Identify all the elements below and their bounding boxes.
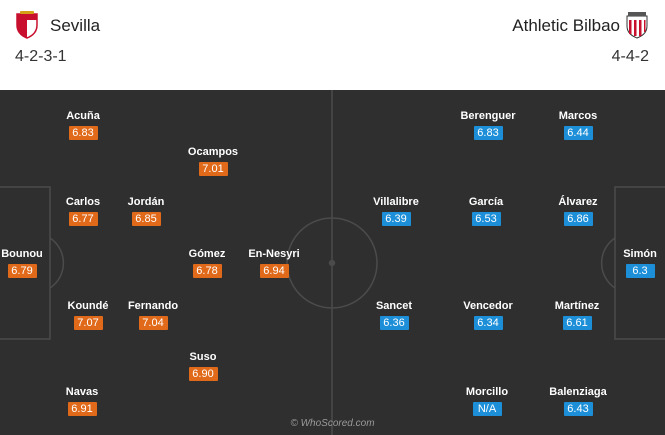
player-away-martinez[interactable]: Martínez 6.61 <box>542 300 612 331</box>
player-name: Marcos <box>558 110 598 122</box>
player-away-simon[interactable]: Simón 6.3 <box>605 248 665 279</box>
player-name: Navas <box>65 386 99 398</box>
player-rating: 6.94 <box>259 264 289 278</box>
player-name: Acuña <box>66 110 100 122</box>
player-rating: 6.36 <box>379 316 409 330</box>
player-rating: 6.91 <box>67 402 97 416</box>
player-name: Balenziaga <box>549 386 607 398</box>
player-away-villalibre[interactable]: Villalibre 6.39 <box>361 196 431 227</box>
player-name: Martínez <box>554 300 600 312</box>
player-name: Gómez <box>188 248 226 260</box>
player-name: Carlos <box>65 196 101 208</box>
player-away-vencedor[interactable]: Vencedor 6.34 <box>453 300 523 331</box>
player-rating: 6.90 <box>188 367 218 381</box>
player-home-suso[interactable]: Suso 6.90 <box>168 351 238 382</box>
player-home-navas[interactable]: Navas 6.91 <box>47 386 117 417</box>
player-home-fernando[interactable]: Fernando 7.04 <box>118 300 188 331</box>
watermark: © WhoScored.com <box>290 418 375 429</box>
player-name: Simón <box>623 248 657 260</box>
player-rating: 6.86 <box>563 212 593 226</box>
player-away-morcillo[interactable]: Morcillo N/A <box>452 386 522 417</box>
player-name: Fernando <box>127 300 179 312</box>
player-rating: 6.39 <box>381 212 411 226</box>
player-name: En-Nesyri <box>248 248 300 260</box>
player-away-alvarez[interactable]: Álvarez 6.86 <box>543 196 613 227</box>
player-name: Suso <box>189 351 217 363</box>
player-name: Jordán <box>127 196 165 208</box>
player-rating: 6.78 <box>192 264 222 278</box>
player-home-en-nesyri[interactable]: En-Nesyri 6.94 <box>239 248 309 279</box>
player-rating: 6.44 <box>563 126 593 140</box>
player-rating: 6.79 <box>7 264 37 278</box>
player-name: Villalibre <box>373 196 419 208</box>
player-rating: 7.01 <box>198 162 228 176</box>
player-away-garcia[interactable]: García 6.53 <box>451 196 521 227</box>
pitch: Acuña 6.83 Ocampos 7.01 Carlos 6.77 Jord… <box>0 90 665 435</box>
player-rating: 6.3 <box>625 264 655 278</box>
player-away-marcos[interactable]: Marcos 6.44 <box>543 110 613 141</box>
player-home-bounou[interactable]: Bounou 6.79 <box>0 248 57 279</box>
player-name: Ocampos <box>187 146 239 158</box>
player-rating: 6.34 <box>473 316 503 330</box>
player-home-jordan[interactable]: Jordán 6.85 <box>111 196 181 227</box>
athletic-bilbao-crest-icon <box>626 12 648 39</box>
player-name: Vencedor <box>463 300 513 312</box>
player-away-balenziaga[interactable]: Balenziaga 6.43 <box>543 386 613 417</box>
player-rating: 6.85 <box>131 212 161 226</box>
player-name: Morcillo <box>465 386 509 398</box>
player-rating: 6.83 <box>68 126 98 140</box>
player-rating: N/A <box>472 402 502 416</box>
home-formation: 4-2-3-1 <box>15 48 67 65</box>
away-formation: 4-4-2 <box>611 48 649 65</box>
player-home-gomez[interactable]: Gómez 6.78 <box>172 248 242 279</box>
player-home-carlos[interactable]: Carlos 6.77 <box>48 196 118 227</box>
player-away-sancet[interactable]: Sancet 6.36 <box>359 300 429 331</box>
player-name: Berenguer <box>460 110 516 122</box>
player-away-berenguer[interactable]: Berenguer 6.83 <box>453 110 523 141</box>
player-rating: 6.77 <box>68 212 98 226</box>
player-rating: 6.83 <box>473 126 503 140</box>
player-home-ocampos[interactable]: Ocampos 7.01 <box>178 146 248 177</box>
player-name: Bounou <box>1 248 43 260</box>
player-name: Álvarez <box>558 196 598 208</box>
home-team-name[interactable]: Sevilla <box>50 16 101 35</box>
player-rating: 7.07 <box>73 316 103 330</box>
player-name: Sancet <box>375 300 413 312</box>
sevilla-crest-icon <box>16 11 38 39</box>
player-rating: 6.61 <box>562 316 592 330</box>
player-rating: 7.04 <box>138 316 168 330</box>
player-name: García <box>468 196 504 208</box>
player-rating: 6.53 <box>471 212 501 226</box>
player-rating: 6.43 <box>563 402 593 416</box>
player-home-acuna[interactable]: Acuña 6.83 <box>48 110 118 141</box>
pitch-markings <box>0 90 665 435</box>
match-header: Sevilla 4-2-3-1 Athletic Bilbao 4-4-2 <box>0 0 665 90</box>
player-name: Koundé <box>67 300 109 312</box>
away-team-name[interactable]: Athletic Bilbao <box>512 16 620 35</box>
player-home-kounde[interactable]: Koundé 7.07 <box>53 300 123 331</box>
